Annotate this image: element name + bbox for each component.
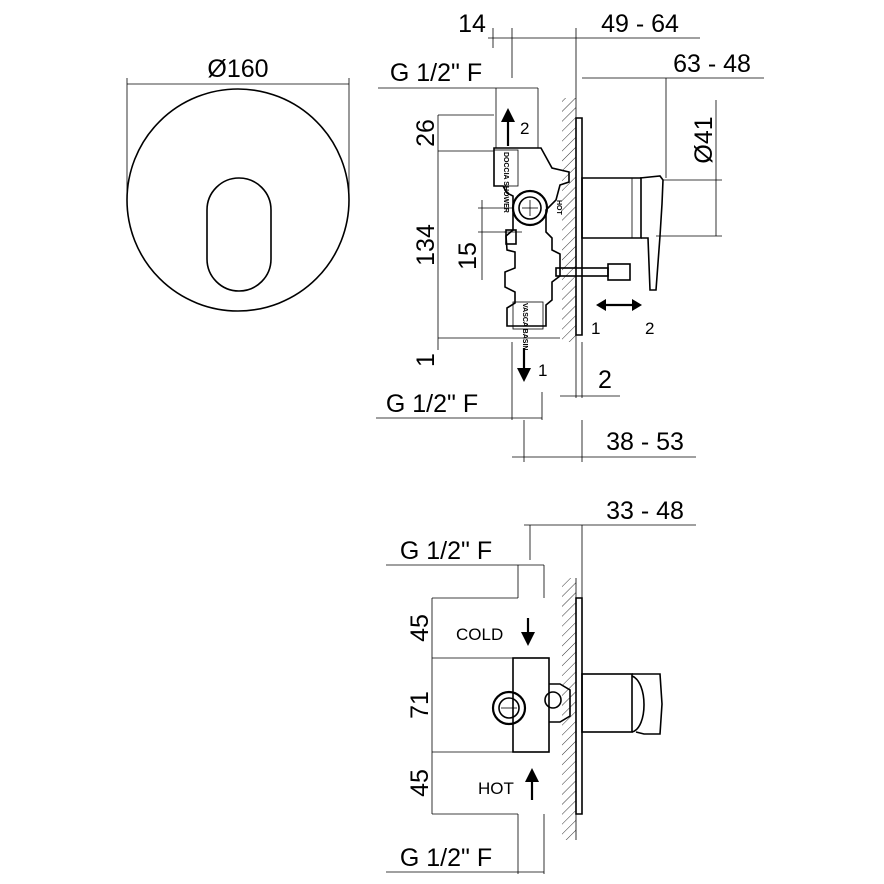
dim-26: 26 <box>412 119 440 147</box>
diameter-label: Ø160 <box>207 55 268 83</box>
diverter-knob <box>607 263 631 281</box>
dim-d41: Ø41 <box>690 116 718 163</box>
outlet-down-num: 1 <box>538 361 547 380</box>
toggle-right-num: 2 <box>645 319 654 338</box>
handle-slot <box>206 177 272 292</box>
hot-arrow <box>525 768 539 782</box>
outlet-up-num: 2 <box>520 119 529 138</box>
body-label-bottom: VASCA BASIN <box>521 303 528 350</box>
cover-plate <box>575 117 583 336</box>
dim-63-48: 63 - 48 <box>673 50 751 78</box>
dim-45-top: 45 <box>406 614 434 642</box>
outlet-down-arrow <box>517 368 531 382</box>
body-label-hot: HOT <box>555 200 562 216</box>
dim-33-48: 33 - 48 <box>606 497 684 525</box>
front-view: Ø160 <box>126 55 350 312</box>
shower-label-box <box>493 149 519 187</box>
rosette-plate <box>126 88 350 312</box>
toggle-arrow-left <box>596 299 606 311</box>
wall-hatch <box>562 98 576 342</box>
bottom-view: COLD HOT 33 - 48 G 1/2" F 45 71 45 G 1/2… <box>386 497 696 874</box>
basin-label-box <box>512 301 544 330</box>
dim-38-53: 38 - 53 <box>606 428 684 456</box>
body-label-top: DOCCIA SHOWER <box>502 152 509 213</box>
toggle-arrow-right <box>632 299 642 311</box>
dim-49-64: 49 - 64 <box>601 10 679 38</box>
bottom-thread-bottom: G 1/2" F <box>400 844 492 872</box>
dim-134: 134 <box>412 224 440 266</box>
dim-15: 15 <box>454 242 482 270</box>
dim-45-bottom: 45 <box>406 769 434 797</box>
outlet-up-arrow <box>501 108 515 122</box>
valve-body-bottom <box>512 657 550 753</box>
thread-bottom: G 1/2" F <box>386 390 478 418</box>
bottom-thread-top: G 1/2" F <box>400 537 492 565</box>
side-view: DOCCIA SHOWER VASCA BASIN HOT 2 1 1 2 <box>376 10 764 462</box>
hot-label: HOT <box>478 779 514 798</box>
cold-label: COLD <box>456 625 503 644</box>
mixer-handle-bottom <box>581 673 633 733</box>
thread-top: G 1/2" F <box>390 59 482 87</box>
inlet-port-bottom <box>491 690 527 726</box>
dim-14: 14 <box>458 10 486 38</box>
mixer-handle <box>581 177 642 239</box>
dim-1: 1 <box>412 353 440 367</box>
cover-plate-bottom <box>575 597 583 815</box>
dim-2: 2 <box>598 366 612 394</box>
dim-71: 71 <box>406 691 434 719</box>
cold-arrow <box>521 632 535 646</box>
wall-hatch-bottom <box>562 578 576 840</box>
toggle-left-num: 1 <box>591 319 600 338</box>
